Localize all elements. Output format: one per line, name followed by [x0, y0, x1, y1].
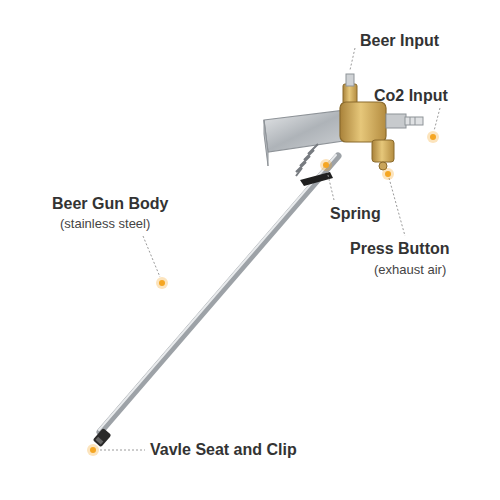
- callout-dots: [87, 131, 439, 456]
- brass-valve-body: [340, 102, 386, 142]
- bracket-plate: [264, 110, 350, 152]
- co2-thread: [410, 117, 411, 125]
- exhaust-button-housing: [372, 140, 394, 162]
- co2-fitting: [386, 114, 406, 128]
- beer-input-nipple: [346, 74, 354, 86]
- beer-input-barb: [343, 84, 357, 104]
- bracket-side: [264, 120, 268, 166]
- spring-coil: [296, 144, 318, 176]
- part-label: Co2 Input: [374, 87, 448, 105]
- part-note: (exhaust air): [374, 262, 446, 277]
- part-label: Press Button: [350, 240, 450, 258]
- press-lever: [300, 172, 333, 186]
- part-label: Vavle Seat and Clip: [150, 441, 297, 459]
- valve-seat: [93, 428, 112, 447]
- co2-nipple: [405, 117, 423, 125]
- part-label: Spring: [330, 205, 381, 223]
- part-label: Beer Gun Body: [52, 195, 168, 213]
- co2-thread: [415, 117, 416, 125]
- part-label: Beer Input: [360, 32, 439, 50]
- part-note: (stainless steel): [60, 216, 150, 231]
